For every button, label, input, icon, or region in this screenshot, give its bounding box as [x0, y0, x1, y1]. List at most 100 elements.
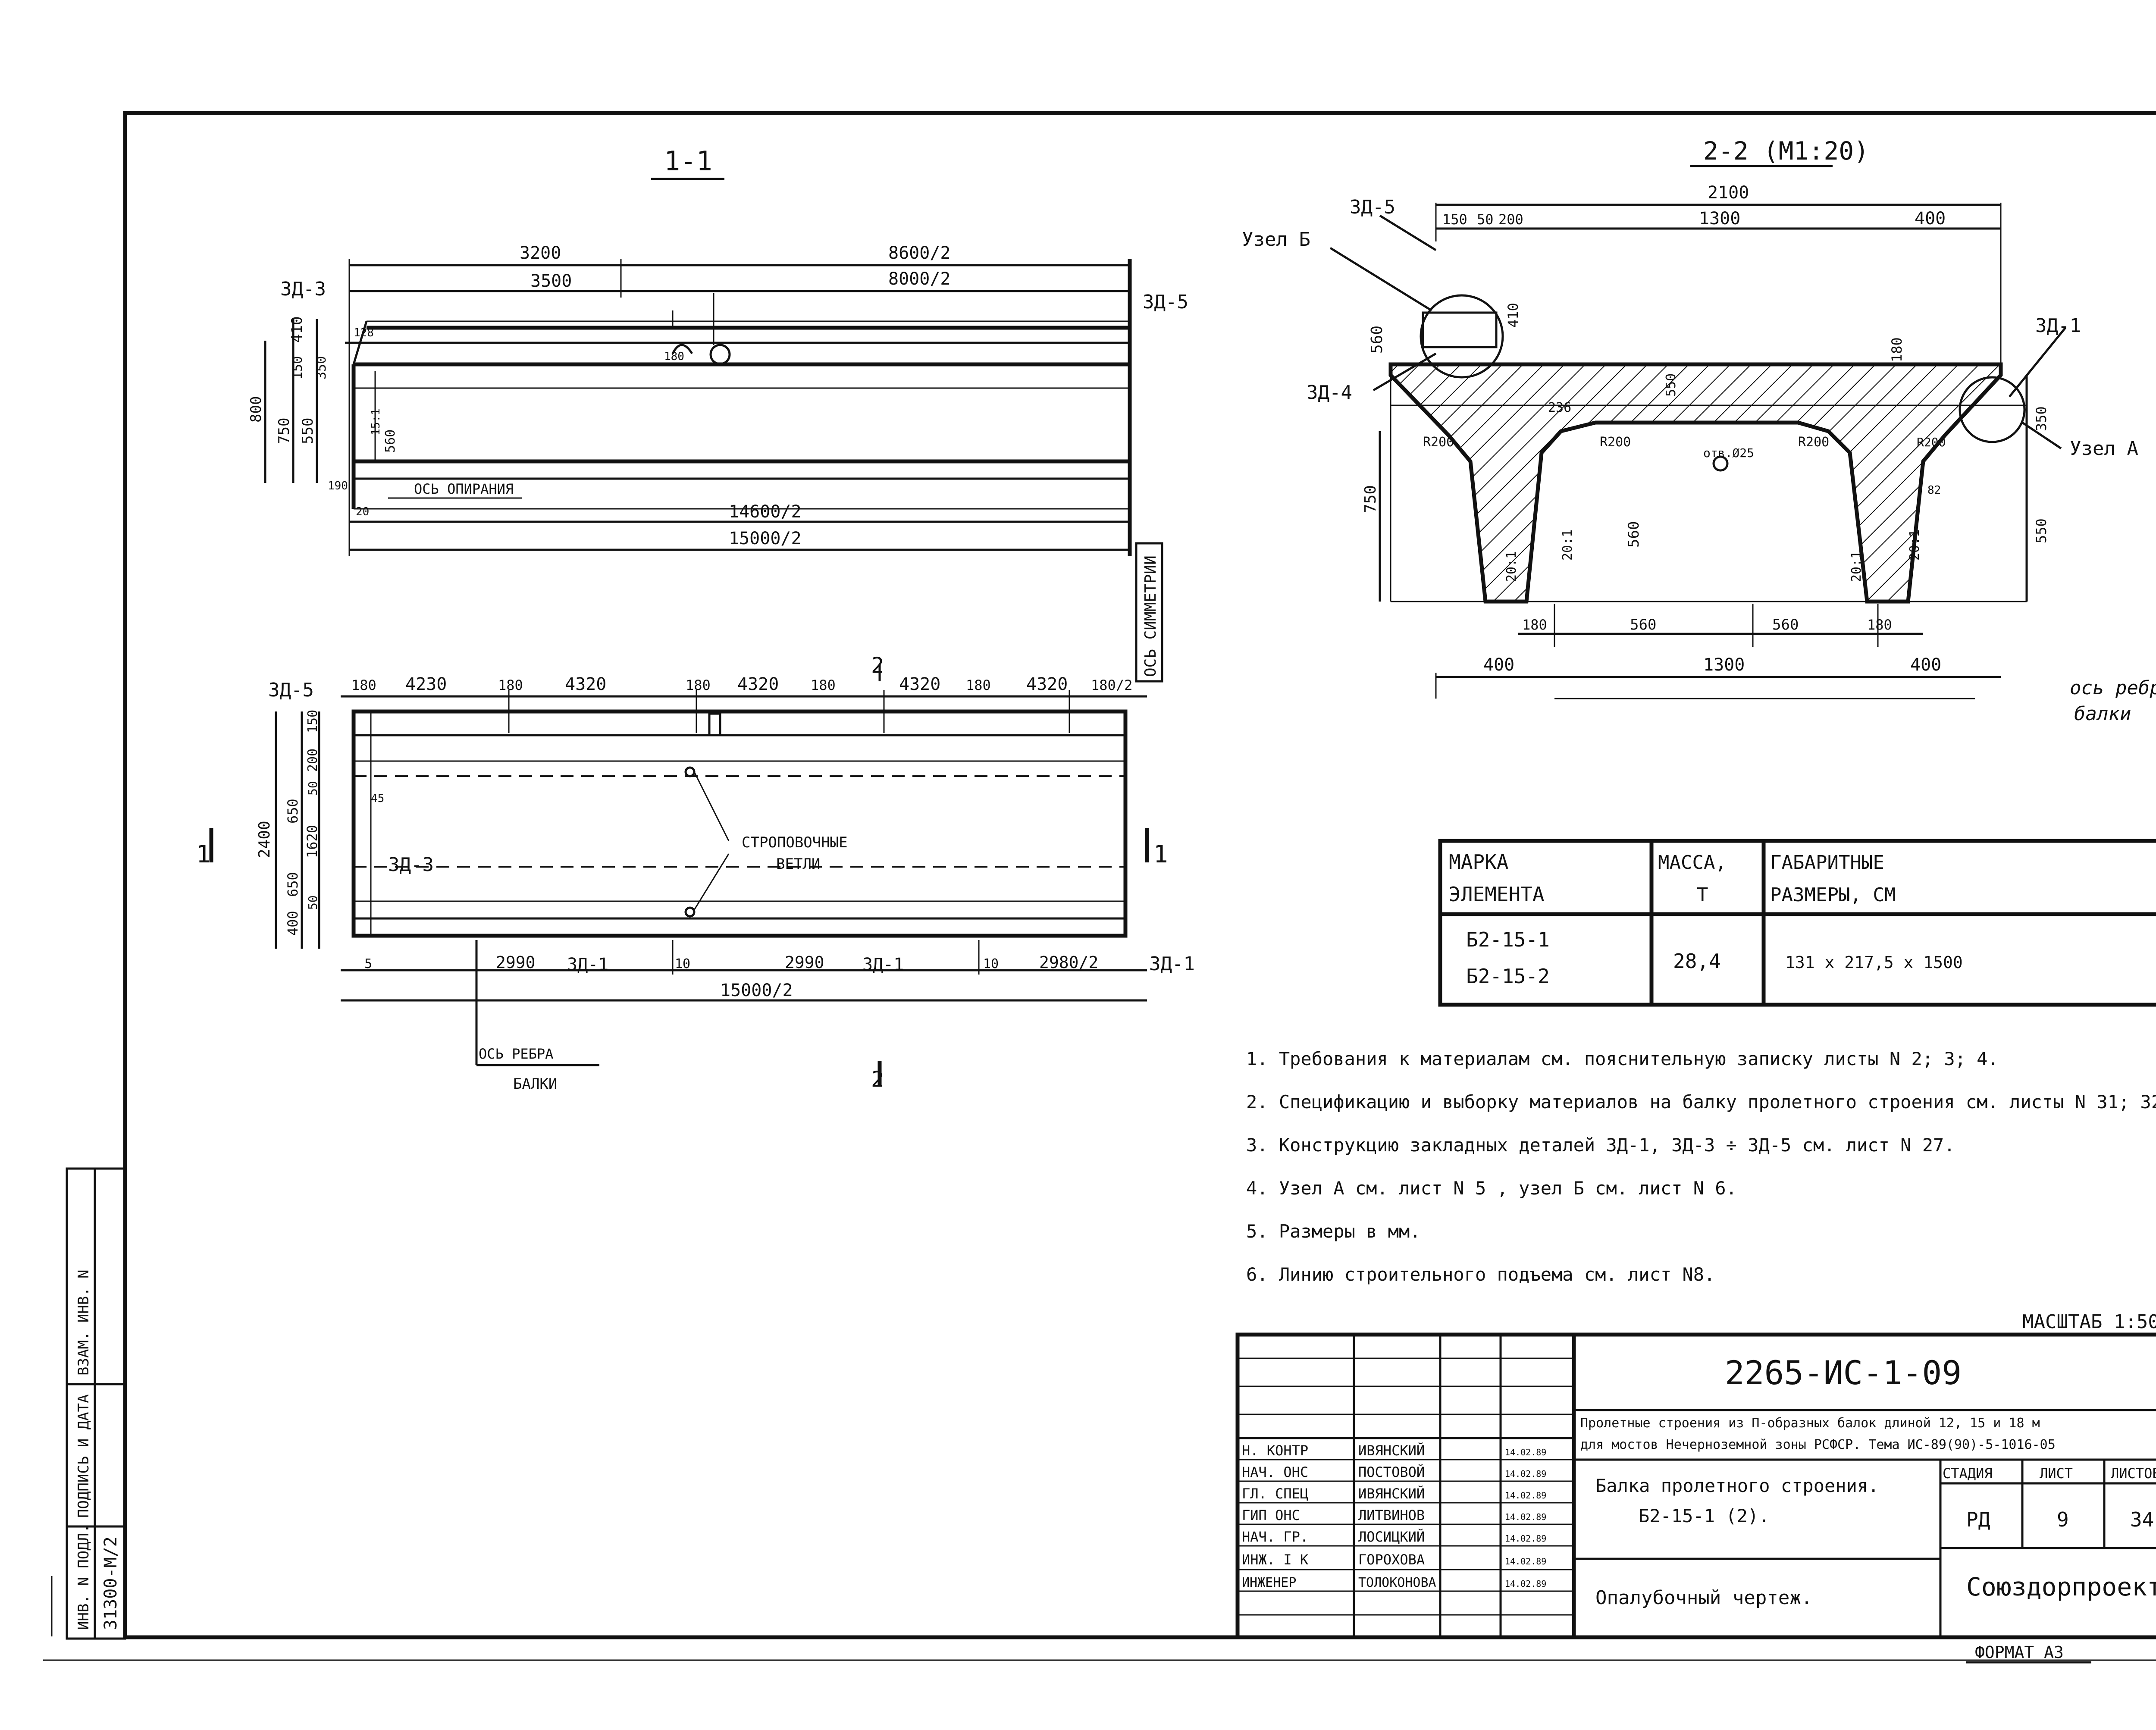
note-3: 3. Конструкцию закладных деталей ЗД-1, З…	[1246, 1135, 1955, 1156]
rib-axis-label-1: ось ребра	[2070, 677, 2156, 699]
project-title-2: для мостов Нечерноземной зоны РСФСР. Тем…	[1580, 1437, 2056, 1452]
sheet-value: 9	[2057, 1508, 2069, 1531]
drawing-title-2: Б2-15-1 (2).	[1639, 1505, 1769, 1526]
plan-dim-2990b: 2990	[785, 953, 824, 972]
plan-dim-180c: 180	[686, 677, 711, 693]
lifting-loops-label-1: СТРОПОВОЧНЫЕ	[742, 834, 848, 851]
sig-date-2: 14.02.89	[1505, 1490, 1546, 1501]
plan-dim-200: 200	[305, 749, 320, 772]
cut-1-left: 1	[196, 840, 211, 868]
sheet-label: ЛИСТ	[2040, 1465, 2073, 1482]
organization: Союздорпроект	[1966, 1572, 2156, 1602]
sheet-frame	[43, 111, 2156, 1661]
sec2-zd4: ЗД-4	[1307, 382, 1352, 404]
section-2-title: 2-2 (М1:20)	[1703, 136, 1869, 166]
dim-350: 350	[314, 356, 329, 379]
sec2-dim-750: 750	[1362, 485, 1379, 513]
plan-dim-400: 400	[285, 911, 301, 936]
sec2-dim-560-rib: 560	[1625, 521, 1642, 548]
plan-zd1-a: ЗД-1	[567, 955, 608, 975]
sec2-dim-350: 350	[2033, 406, 2049, 431]
radius-2: R200	[1600, 435, 1631, 450]
dim-14600: 14600/2	[729, 502, 802, 522]
sig-role-1: НАЧ. ОНС	[1242, 1464, 1308, 1480]
spec-header-mark-1: МАРКА	[1449, 850, 1508, 874]
sig-name-0: ИВЯНСКИЙ	[1358, 1442, 1425, 1459]
spec-header-mark-2: ЭЛЕМЕНТА	[1449, 883, 1545, 906]
symmetry-axis-label: ОСЬ СИММЕТРИИ	[1142, 555, 1159, 677]
dim-180: 180	[664, 350, 684, 363]
dim-560: 560	[383, 429, 398, 453]
cut-2-bottom: 2	[871, 1067, 884, 1092]
dim-15000: 15000/2	[729, 529, 802, 548]
plan-dim-50b: 50	[306, 895, 320, 910]
inv-no-label: ИНВ. N ПОДЛ.	[75, 1524, 92, 1630]
dim-190: 190	[328, 480, 348, 492]
sec2-dim-560c: 560	[1630, 616, 1656, 633]
dim-410: 410	[288, 317, 306, 343]
sig-name-1: ПОСТОВОЙ	[1358, 1464, 1425, 1480]
slope-a: 20:1	[1504, 551, 1519, 582]
stage-label: СТАДИЯ	[1943, 1465, 1993, 1482]
sec2-dim-550: 550	[2033, 518, 2049, 543]
slope-c: 20:1	[1849, 551, 1864, 582]
replace-inv-label: ВЗАМ. ИНВ. N	[75, 1269, 92, 1376]
sig-date-6: 14.02.89	[1505, 1579, 1546, 1589]
sec2-zd5: ЗД-5	[1350, 196, 1395, 218]
section-1-zd5: ЗД-5	[1143, 291, 1188, 313]
dim-3500: 3500	[530, 271, 572, 291]
plan-dim-45: 45	[371, 792, 384, 805]
sec2-dim-50: 50	[1477, 211, 1494, 228]
hole-label: отв.Ø25	[1703, 446, 1754, 460]
sec2-dim-400c: 400	[1910, 655, 1941, 675]
sec2-dim-560: 560	[1368, 326, 1386, 354]
plan-zd1-b: ЗД-1	[862, 955, 904, 975]
plan-dim-180b: 180	[498, 677, 523, 693]
dim-750: 750	[276, 418, 293, 444]
sec2-dim-180b: 180	[1522, 617, 1547, 633]
side-stamp: ИНВ. N ПОДЛ. ПОДПИСЬ И ДАТА ВЗАМ. ИНВ. N…	[66, 1167, 126, 1640]
slope-b: 20:1	[1560, 530, 1575, 561]
plan-dim-180e: 180	[966, 677, 991, 693]
support-axis-label: ОСЬ ОПИРАНИЯ	[414, 481, 514, 497]
slope-15: 15:1	[370, 408, 382, 436]
sig-date-4: 14.02.89	[1505, 1533, 1546, 1544]
note-2: 2. Спецификацию и выборку материалов на …	[1246, 1091, 2156, 1113]
sig-name-4: ЛОСИЦКИЙ	[1358, 1529, 1425, 1545]
spec-mass: 28,4	[1673, 950, 1721, 973]
spec-header-dims-2: РАЗМЕРЫ, СМ	[1770, 884, 1896, 906]
cut-2-top: 2	[871, 653, 884, 678]
plan-dim-2990a: 2990	[496, 953, 536, 972]
sec2-dim-150: 150	[1442, 211, 1467, 228]
plan-dim-10a: 10	[675, 956, 690, 972]
slope-d: 20:1	[1907, 530, 1922, 561]
title-block: Н. КОНТР ИВЯНСКИЙ 14.02.89 НАЧ. ОНС ПОСТ…	[1235, 1332, 2156, 1664]
sec2-zd1: ЗД-1	[2035, 315, 2081, 337]
plan-rib-axis-2: БАЛКИ	[513, 1075, 557, 1093]
sig-date-1: 14.02.89	[1505, 1469, 1546, 1479]
dim-150: 150	[290, 356, 305, 379]
plan-zd1-c: ЗД-1	[1149, 953, 1195, 975]
drawing-type: Опалубочный чертеж.	[1595, 1587, 1812, 1609]
plan-zd5: ЗД-5	[268, 679, 314, 701]
spec-mark-1: Б2-15-1	[1466, 928, 1550, 951]
note-4: 4. Узел А см. лист N 5 , узел Б см. лист…	[1246, 1178, 1737, 1199]
plan-dim-180a: 180	[351, 677, 376, 693]
sec2-dim-400b: 400	[1483, 655, 1514, 675]
sec2-dim-400: 400	[1915, 209, 1946, 229]
sig-role-3: ГИП ОНС	[1242, 1507, 1300, 1523]
dim-8600: 8600/2	[888, 243, 951, 263]
dim-128: 128	[354, 326, 374, 339]
plan-dim-4320c: 4320	[899, 674, 940, 694]
dim-3200: 3200	[520, 243, 561, 263]
radius-3: R200	[1798, 435, 1829, 450]
sig-name-2: ИВЯНСКИЙ	[1358, 1486, 1425, 1502]
sig-role-6: ИНЖЕНЕР	[1242, 1575, 1296, 1590]
plan-dim-4230: 4230	[405, 674, 447, 694]
sig-name-5: ГОРОХОВА	[1358, 1551, 1425, 1568]
section-2-2: 2-2 (М1:20) 2100 150 50	[1242, 136, 2156, 725]
sig-role-0: Н. КОНТР	[1242, 1442, 1308, 1459]
plan-dim-4320a: 4320	[565, 674, 606, 694]
stage-value: РД	[1966, 1508, 1990, 1531]
